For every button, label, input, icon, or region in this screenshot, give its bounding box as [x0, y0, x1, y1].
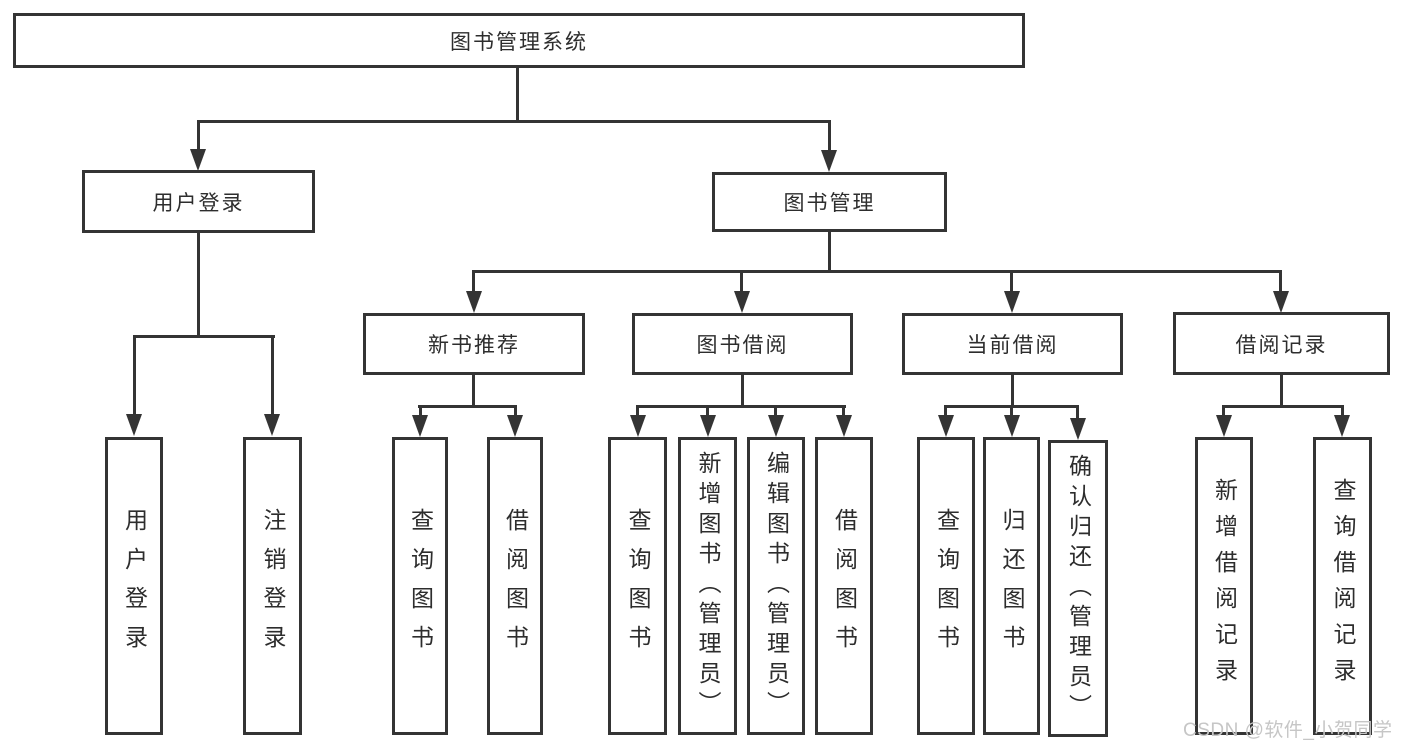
connector-group4-rail	[1222, 405, 1343, 408]
connector-stem-leaf	[944, 405, 947, 417]
connector-stem-leaf	[419, 405, 422, 417]
connector-stem-leaf	[842, 405, 845, 417]
connector-group3-stem	[1011, 373, 1014, 407]
node-root-library-system: 图书管理系统	[13, 13, 1025, 68]
arrowhead-icon	[630, 415, 646, 437]
node-label: 图书借阅	[696, 334, 789, 357]
connector-group4-stem	[1280, 373, 1283, 407]
connector-stem-group	[1279, 270, 1282, 292]
connector-book-mgmt-stem	[828, 232, 831, 272]
connector-stem-group	[1010, 270, 1013, 292]
node-current-borrow: 当前借阅	[902, 313, 1123, 375]
leaf-return-book: 归还图书	[983, 437, 1040, 735]
connector-stem-leaf	[1010, 405, 1013, 417]
connector-stem-leaf	[706, 405, 709, 417]
connector-stem-leaf	[1076, 405, 1079, 420]
leaf-add-borrow-record: 新增借阅记录	[1195, 437, 1253, 735]
connector-group2-stem	[741, 373, 744, 407]
leaf-label: 新增图书（管理员）	[695, 451, 721, 721]
connector-stem-leaf	[774, 405, 777, 417]
connector-stem-group	[740, 270, 743, 292]
connector-user-login-rail	[133, 335, 275, 338]
leaf-label: 查询借阅记录	[1330, 478, 1356, 694]
node-label: 借阅记录	[1235, 333, 1328, 357]
node-label: 图书管理	[783, 192, 876, 215]
node-new-book-recommend: 新书推荐	[363, 313, 585, 375]
leaf-label: 注销登录	[260, 508, 286, 664]
leaf-confirm-return-admin: 确认归还（管理员）	[1048, 440, 1108, 737]
node-label: 当前借阅	[966, 334, 1059, 357]
arrowhead-icon	[1273, 291, 1289, 313]
leaf-query-borrow-record: 查询借阅记录	[1313, 437, 1372, 735]
connector-user-login-stem	[197, 233, 200, 337]
arrowhead-icon	[466, 291, 482, 313]
connector-group1-rail	[418, 405, 517, 408]
leaf-label: 查询图书	[933, 508, 960, 664]
connector-root-stem	[516, 68, 519, 120]
arrowhead-icon	[412, 415, 428, 437]
arrowhead-icon	[126, 414, 142, 436]
arrowhead-icon	[1070, 418, 1086, 440]
node-borrow-records: 借阅记录	[1173, 312, 1390, 375]
arrowhead-icon	[700, 415, 716, 437]
leaf-logout: 注销登录	[243, 437, 302, 735]
leaf-user-login: 用户登录	[105, 437, 163, 735]
connector-group1-stem	[472, 373, 475, 407]
connector-stem-leaf	[636, 405, 639, 417]
connector-level3-rail	[472, 270, 1282, 273]
csdn-watermark: CSDN @软件_小贺同学	[1183, 720, 1393, 741]
connector-stem-leaf	[271, 335, 274, 415]
arrowhead-icon	[836, 415, 852, 437]
leaf-label: 查询图书	[407, 508, 434, 664]
arrowhead-icon	[190, 149, 206, 171]
connector-stem-leaf	[133, 335, 136, 415]
connector-stem-group	[472, 270, 475, 292]
leaf-label: 用户登录	[121, 508, 148, 664]
leaf-add-book-admin: 新增图书（管理员）	[678, 437, 737, 735]
connector-stem-leaf	[1222, 405, 1225, 417]
leaf-label: 借阅图书	[831, 508, 858, 664]
connector-group2-rail	[636, 405, 846, 408]
leaf-query-books-borrow: 查询图书	[608, 437, 667, 735]
arrowhead-icon	[1004, 415, 1020, 437]
arrowhead-icon	[1216, 415, 1232, 437]
arrowhead-icon	[264, 414, 280, 436]
leaf-label: 确认归还（管理员）	[1065, 453, 1092, 724]
arrowhead-icon	[507, 415, 523, 437]
leaf-label: 编辑图书（管理员）	[763, 451, 790, 721]
leaf-label: 归还图书	[999, 508, 1025, 664]
leaf-borrow-books-recommend: 借阅图书	[487, 437, 543, 735]
leaf-edit-book-admin: 编辑图书（管理员）	[747, 437, 805, 735]
connector-stem-leaf	[514, 405, 517, 417]
node-label: 图书管理系统	[450, 30, 588, 54]
arrowhead-icon	[1004, 291, 1020, 313]
leaf-label: 查询图书	[625, 508, 651, 664]
leaf-label: 新增借阅记录	[1211, 478, 1238, 694]
node-label: 新书推荐	[428, 334, 520, 357]
connector-stem-user-login	[197, 120, 200, 150]
node-user-login-branch: 用户登录	[82, 170, 315, 233]
connector-stem-book-mgmt	[828, 120, 831, 150]
leaf-query-books-recommend: 查询图书	[392, 437, 448, 735]
arrowhead-icon	[734, 291, 750, 313]
connector-level2-rail	[197, 120, 831, 123]
node-book-management-branch: 图书管理	[712, 172, 947, 232]
connector-stem-leaf	[1341, 405, 1344, 417]
leaf-borrow-book: 借阅图书	[815, 437, 873, 735]
arrowhead-icon	[1334, 415, 1350, 437]
leaf-label: 借阅图书	[502, 508, 529, 664]
node-label: 用户登录	[152, 191, 245, 215]
arrowhead-icon	[938, 415, 954, 437]
arrowhead-icon	[768, 415, 784, 437]
arrowhead-icon	[821, 150, 837, 172]
leaf-query-books-current: 查询图书	[917, 437, 975, 735]
node-book-borrow: 图书借阅	[632, 313, 853, 375]
